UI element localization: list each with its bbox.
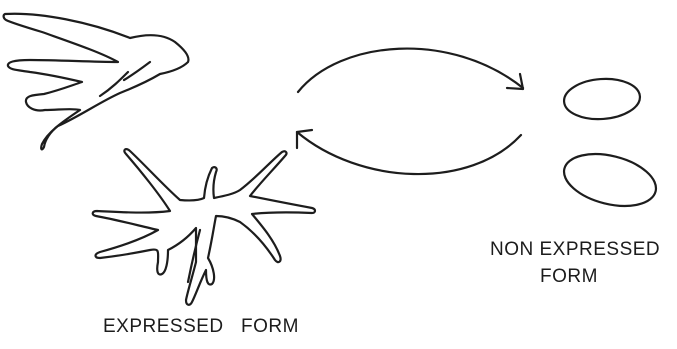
arrow-to-expressed xyxy=(297,132,521,174)
expressed-cell-stellate xyxy=(93,149,315,305)
label-expressed-form: EXPRESSED FORM xyxy=(103,316,299,338)
expressed-cell-branched xyxy=(4,14,189,150)
oval-cell-lower xyxy=(559,145,662,214)
oval-cell-upper xyxy=(563,76,642,121)
transition-arrows xyxy=(297,49,523,174)
non-expressed-cells xyxy=(559,76,662,214)
label-non-expressed-line1: NON EXPRESSED xyxy=(490,239,660,261)
label-non-expressed-line2: FORM xyxy=(540,266,598,288)
arrow-to-non-expressed xyxy=(298,49,523,92)
